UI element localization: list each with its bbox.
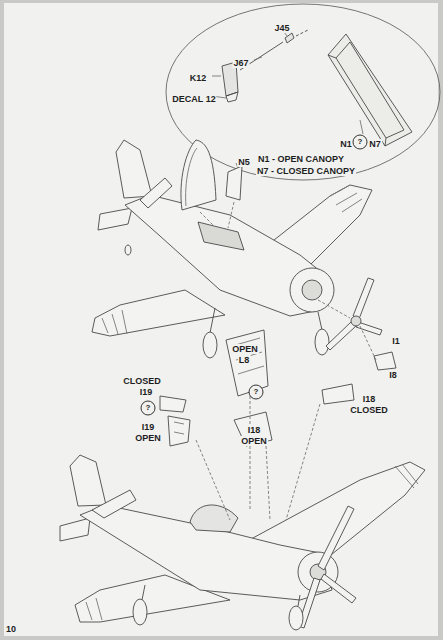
part-callout: J45 xyxy=(273,23,290,33)
part-callout: I19 xyxy=(141,422,156,432)
part-callout: I8 xyxy=(388,370,398,380)
label-slot: N1 - OPEN CANOPY xyxy=(257,148,345,166)
query-circle: ? xyxy=(141,401,156,416)
query-mark: ? xyxy=(254,388,259,397)
part-callout: OPEN xyxy=(134,433,162,443)
label-slot: I1 xyxy=(391,330,401,348)
label-slot: L8 xyxy=(238,349,251,367)
aircraft-closed-canopy xyxy=(60,330,425,630)
paper xyxy=(4,3,438,636)
part-callout: CLOSED xyxy=(122,376,162,386)
label-slot: OPEN xyxy=(134,427,162,445)
label-slot: I18 xyxy=(247,419,262,437)
label-slot: I18 xyxy=(362,388,377,406)
part-callout: K12 xyxy=(189,73,208,83)
label-slot: CLOSED xyxy=(349,399,389,417)
part-callout: OPEN xyxy=(231,344,259,354)
part-callout: I1 xyxy=(391,336,401,346)
label-slot: N5 xyxy=(237,151,251,169)
part-callout: N1 xyxy=(339,139,353,149)
part-callout: CLOSED xyxy=(349,405,389,415)
part-callout: OPEN xyxy=(240,436,268,446)
label-slot: I19 xyxy=(141,416,156,434)
query-mark: ? xyxy=(358,138,363,147)
label-slot: N7 - CLOSED CANOPY xyxy=(256,160,356,178)
label-slot: OPEN xyxy=(240,430,268,448)
label-slot: OPEN xyxy=(231,338,259,356)
label-slot: I19 xyxy=(139,381,154,399)
part-callout: L8 xyxy=(238,355,251,365)
label-slot: CLOSED xyxy=(122,370,162,388)
query-circle: ? xyxy=(353,135,368,150)
label-slot: 10 xyxy=(5,618,17,636)
label-slot: J45 xyxy=(273,17,290,35)
part-callout: I18 xyxy=(247,425,262,435)
part-callout: N1 - OPEN CANOPY xyxy=(257,154,345,164)
label-slot: K12 xyxy=(189,67,208,85)
part-callout: J67 xyxy=(232,58,249,68)
part-callout: N5 xyxy=(237,157,251,167)
part-callout: I19 xyxy=(139,387,154,397)
part-callout: I18 xyxy=(362,394,377,404)
label-slot: J67 xyxy=(232,52,249,70)
label-slot: DECAL 12 xyxy=(171,88,216,106)
label-slot: N1 xyxy=(339,133,353,151)
part-callout: DECAL 12 xyxy=(171,94,216,104)
label-slot: I8 xyxy=(388,364,398,382)
query-circle: ? xyxy=(249,385,264,400)
query-mark: ? xyxy=(146,404,151,413)
part-callout: N7 xyxy=(368,139,382,149)
part-callout: N7 - CLOSED CANOPY xyxy=(256,166,356,176)
label-slot: N7 xyxy=(368,133,382,151)
page-number: 10 xyxy=(5,624,17,634)
